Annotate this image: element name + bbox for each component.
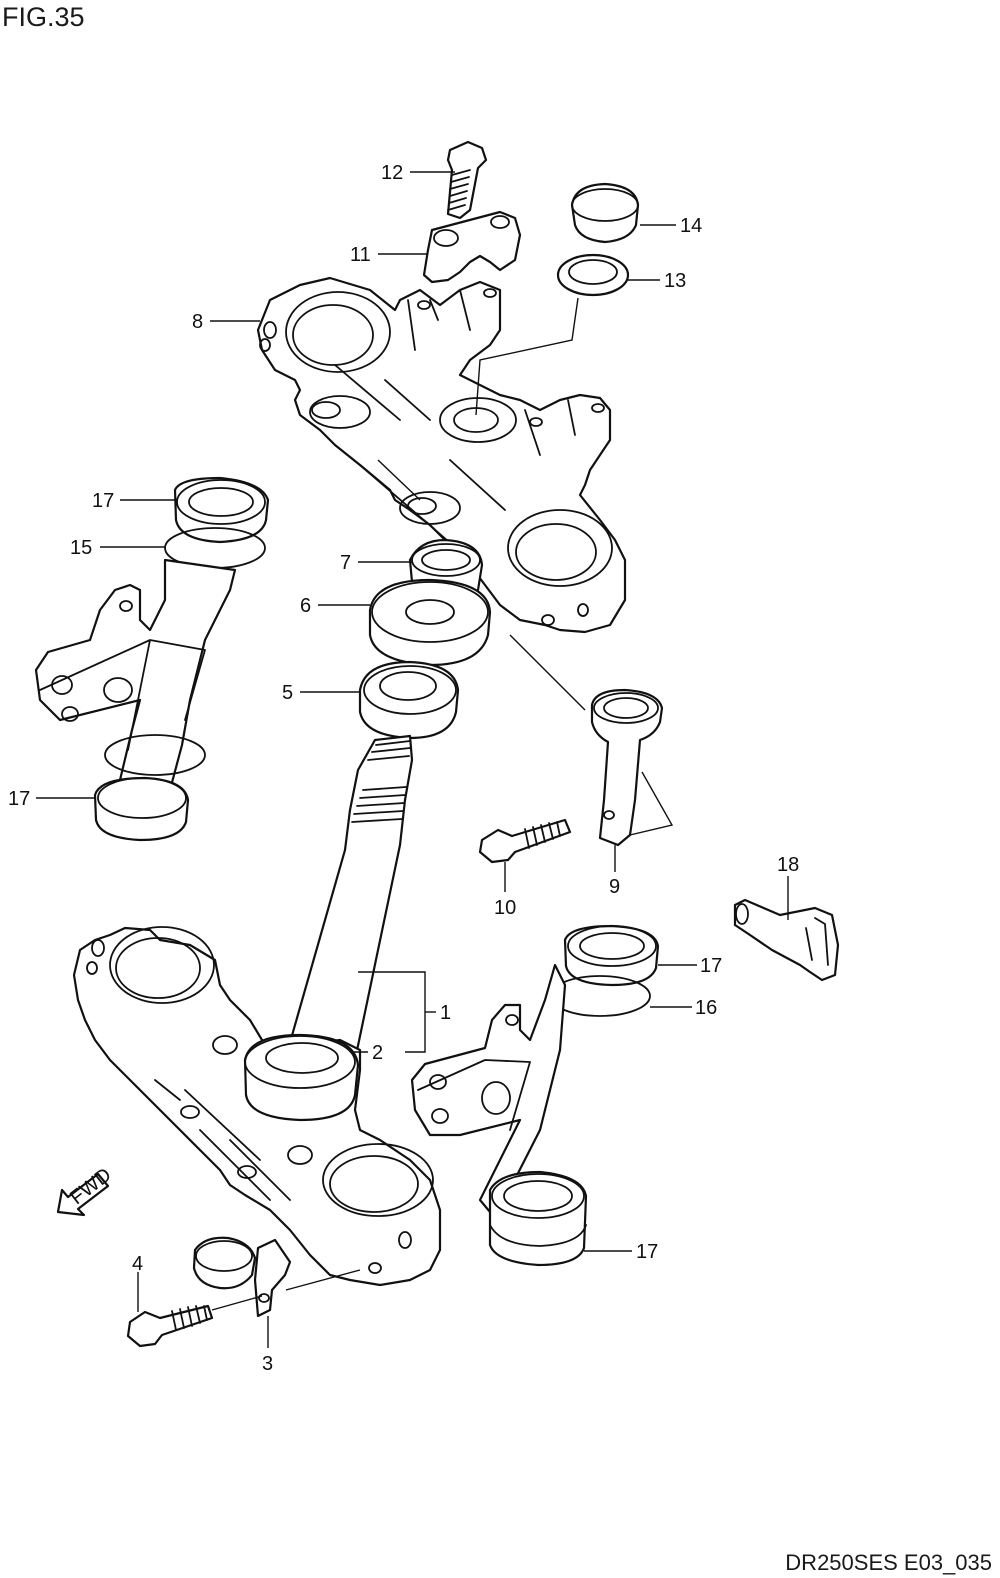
clamp-3 <box>192 1236 292 1318</box>
callout-14: 14 <box>680 215 702 237</box>
switch-18 <box>733 898 840 982</box>
bolt-4 <box>126 1304 214 1348</box>
fwd-label: FWD <box>66 1164 115 1209</box>
bolt-10 <box>478 818 572 864</box>
callout-10: 10 <box>494 897 516 919</box>
figure-title: FIG.35 <box>2 2 85 32</box>
right-bracket <box>410 924 660 1267</box>
callout-2: 2 <box>372 1042 383 1064</box>
callout-3: 3 <box>262 1353 273 1375</box>
callout-11: 11 <box>350 244 371 266</box>
callout-4: 4 <box>132 1253 143 1275</box>
callout-6: 6 <box>300 595 311 617</box>
bolt-12 <box>446 140 488 220</box>
cable-guide <box>590 688 664 847</box>
bearing-5 <box>358 660 460 740</box>
handlebar-holder <box>422 210 522 284</box>
callout-5: 5 <box>282 682 293 704</box>
callout-13: 13 <box>664 270 686 292</box>
washer-6 <box>368 578 492 667</box>
callout-7: 7 <box>340 552 351 574</box>
callout-18: 18 <box>777 854 799 876</box>
callout-15: 15 <box>70 537 92 559</box>
washer-13 <box>556 253 630 297</box>
callout-17-upper-right: 17 <box>700 955 722 977</box>
callout-16: 16 <box>695 997 717 1019</box>
figure-code: DR250SES E03_035 <box>785 1550 992 1575</box>
steering-stem-assembly <box>72 734 442 1287</box>
callout-17-upper-left: 17 <box>92 490 114 512</box>
callout-12: 12 <box>381 162 403 184</box>
cap-14 <box>570 182 640 244</box>
leader-lines <box>36 171 789 1348</box>
callout-17-lower-right: 17 <box>636 1241 658 1263</box>
callout-1: 1 <box>440 1002 451 1024</box>
left-bracket <box>34 476 270 842</box>
callout-labels: 12 11 14 13 8 17 15 7 6 5 17 9 10 18 17 … <box>8 162 799 1375</box>
callout-8: 8 <box>192 311 203 333</box>
callout-9: 9 <box>609 876 620 898</box>
callout-17-lower-left: 17 <box>8 788 30 810</box>
fwd-arrow-icon: FWD <box>56 1164 116 1217</box>
